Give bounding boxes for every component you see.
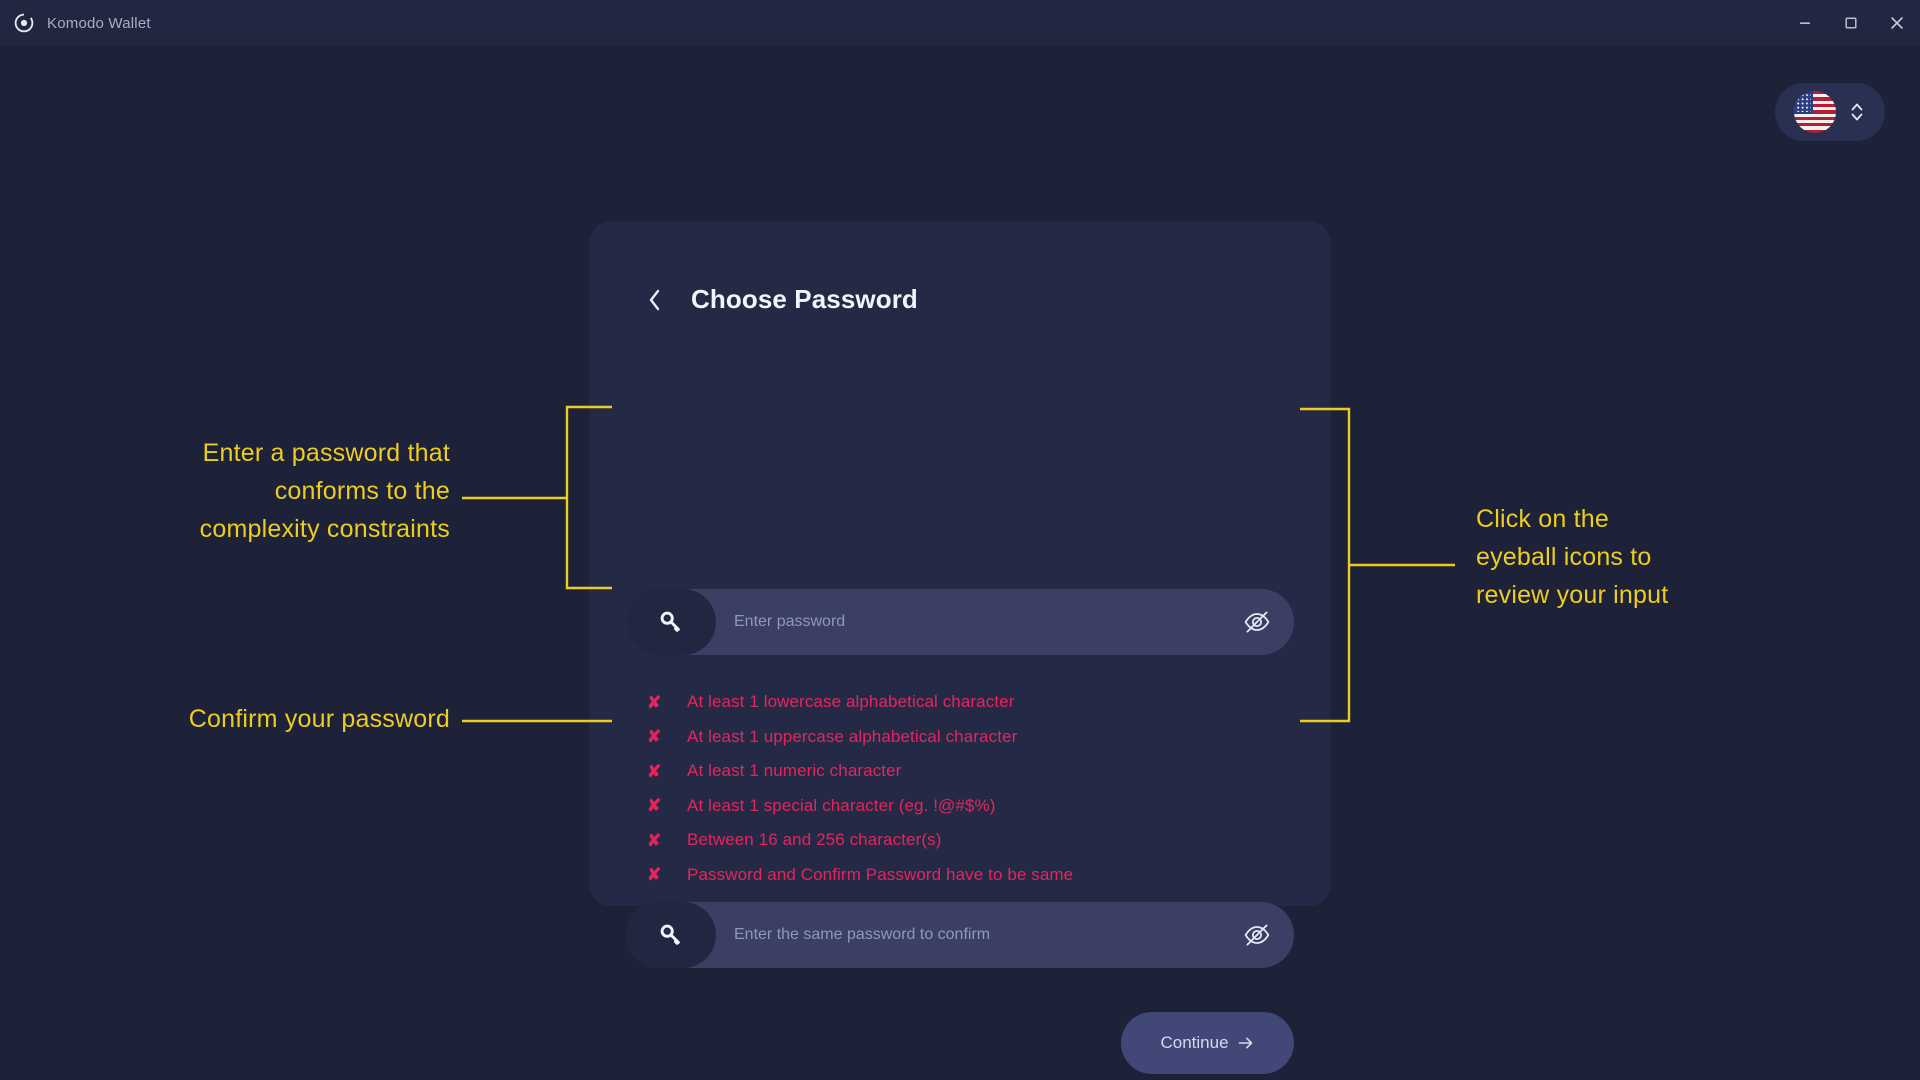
- eye-off-icon: [1244, 924, 1270, 946]
- eye-off-icon: [1244, 611, 1270, 633]
- minimize-icon: [1800, 22, 1810, 24]
- rule-fail-icon: ✘: [647, 830, 662, 850]
- password-field-row: [626, 589, 1294, 655]
- key-icon: [626, 589, 716, 655]
- window-controls: [1782, 0, 1920, 46]
- annotation-confirm-text: Confirm your password: [188, 705, 450, 733]
- maximize-icon: [1845, 17, 1857, 29]
- rule-fail-icon: ✘: [647, 761, 662, 781]
- rule-label: At least 1 special character (eg. !@#$%): [687, 795, 996, 815]
- validation-rule: ✘ Password and Confirm Password have to …: [647, 858, 1247, 893]
- continue-button-label: Continue: [1160, 1033, 1229, 1052]
- key-icon: [626, 902, 716, 968]
- minimize-button[interactable]: [1782, 0, 1828, 46]
- password-validation-list: ✘ At least 1 lowercase alphabetical char…: [647, 685, 1247, 892]
- arrow-right-icon: [1238, 1037, 1252, 1049]
- annotation-eye-text: Click on the eyeball icons to review you…: [1476, 505, 1669, 609]
- title-bar: Komodo Wallet: [0, 0, 1920, 46]
- komodo-circle-icon: [14, 13, 34, 33]
- choose-password-card: Choose Password: [589, 221, 1331, 1074]
- validation-rule: ✘ At least 1 lowercase alphabetical char…: [647, 685, 1247, 720]
- toggle-password-visibility-button[interactable]: [1220, 589, 1294, 655]
- confirm-password-input[interactable]: [716, 902, 1220, 968]
- rule-label: At least 1 lowercase alphabetical charac…: [687, 692, 1015, 712]
- password-input[interactable]: [716, 589, 1220, 655]
- rule-fail-icon: ✘: [647, 727, 662, 747]
- close-button[interactable]: [1874, 0, 1920, 46]
- annotation-password-text: Enter a password that conforms to the co…: [199, 439, 450, 543]
- rule-fail-icon: ✘: [647, 796, 662, 816]
- page-title: Choose Password: [691, 284, 918, 314]
- close-icon: [1891, 17, 1903, 29]
- key-glyph: [660, 611, 680, 632]
- continue-button[interactable]: Continue: [1121, 1012, 1294, 1074]
- window-title: Komodo Wallet: [47, 14, 151, 32]
- maximize-button[interactable]: [1828, 0, 1874, 46]
- rule-label: At least 1 uppercase alphabetical charac…: [687, 726, 1018, 746]
- validation-rule: ✘ At least 1 numeric character: [647, 754, 1247, 789]
- chevron-left-icon[interactable]: [647, 287, 663, 313]
- validation-rule: ✘ At least 1 special character (eg. !@#$…: [647, 789, 1247, 824]
- language-selector[interactable]: [1775, 83, 1885, 141]
- key-glyph: [660, 924, 680, 945]
- validation-rule: ✘ At least 1 uppercase alphabetical char…: [647, 720, 1247, 755]
- rule-label: At least 1 numeric character: [687, 761, 902, 781]
- confirm-password-field-row: [626, 902, 1294, 968]
- validation-rule: ✘ Between 16 and 256 character(s): [647, 823, 1247, 858]
- rule-fail-icon: ✘: [647, 692, 662, 712]
- rule-fail-icon: ✘: [647, 865, 662, 885]
- toggle-confirm-password-visibility-button[interactable]: [1220, 902, 1294, 968]
- chevron-up-down-icon: [1851, 103, 1863, 121]
- rule-label: Password and Confirm Password have to be…: [687, 864, 1074, 884]
- us-flag-icon: [1794, 91, 1836, 133]
- rule-label: Between 16 and 256 character(s): [687, 830, 942, 850]
- card-header: Choose Password: [647, 284, 918, 315]
